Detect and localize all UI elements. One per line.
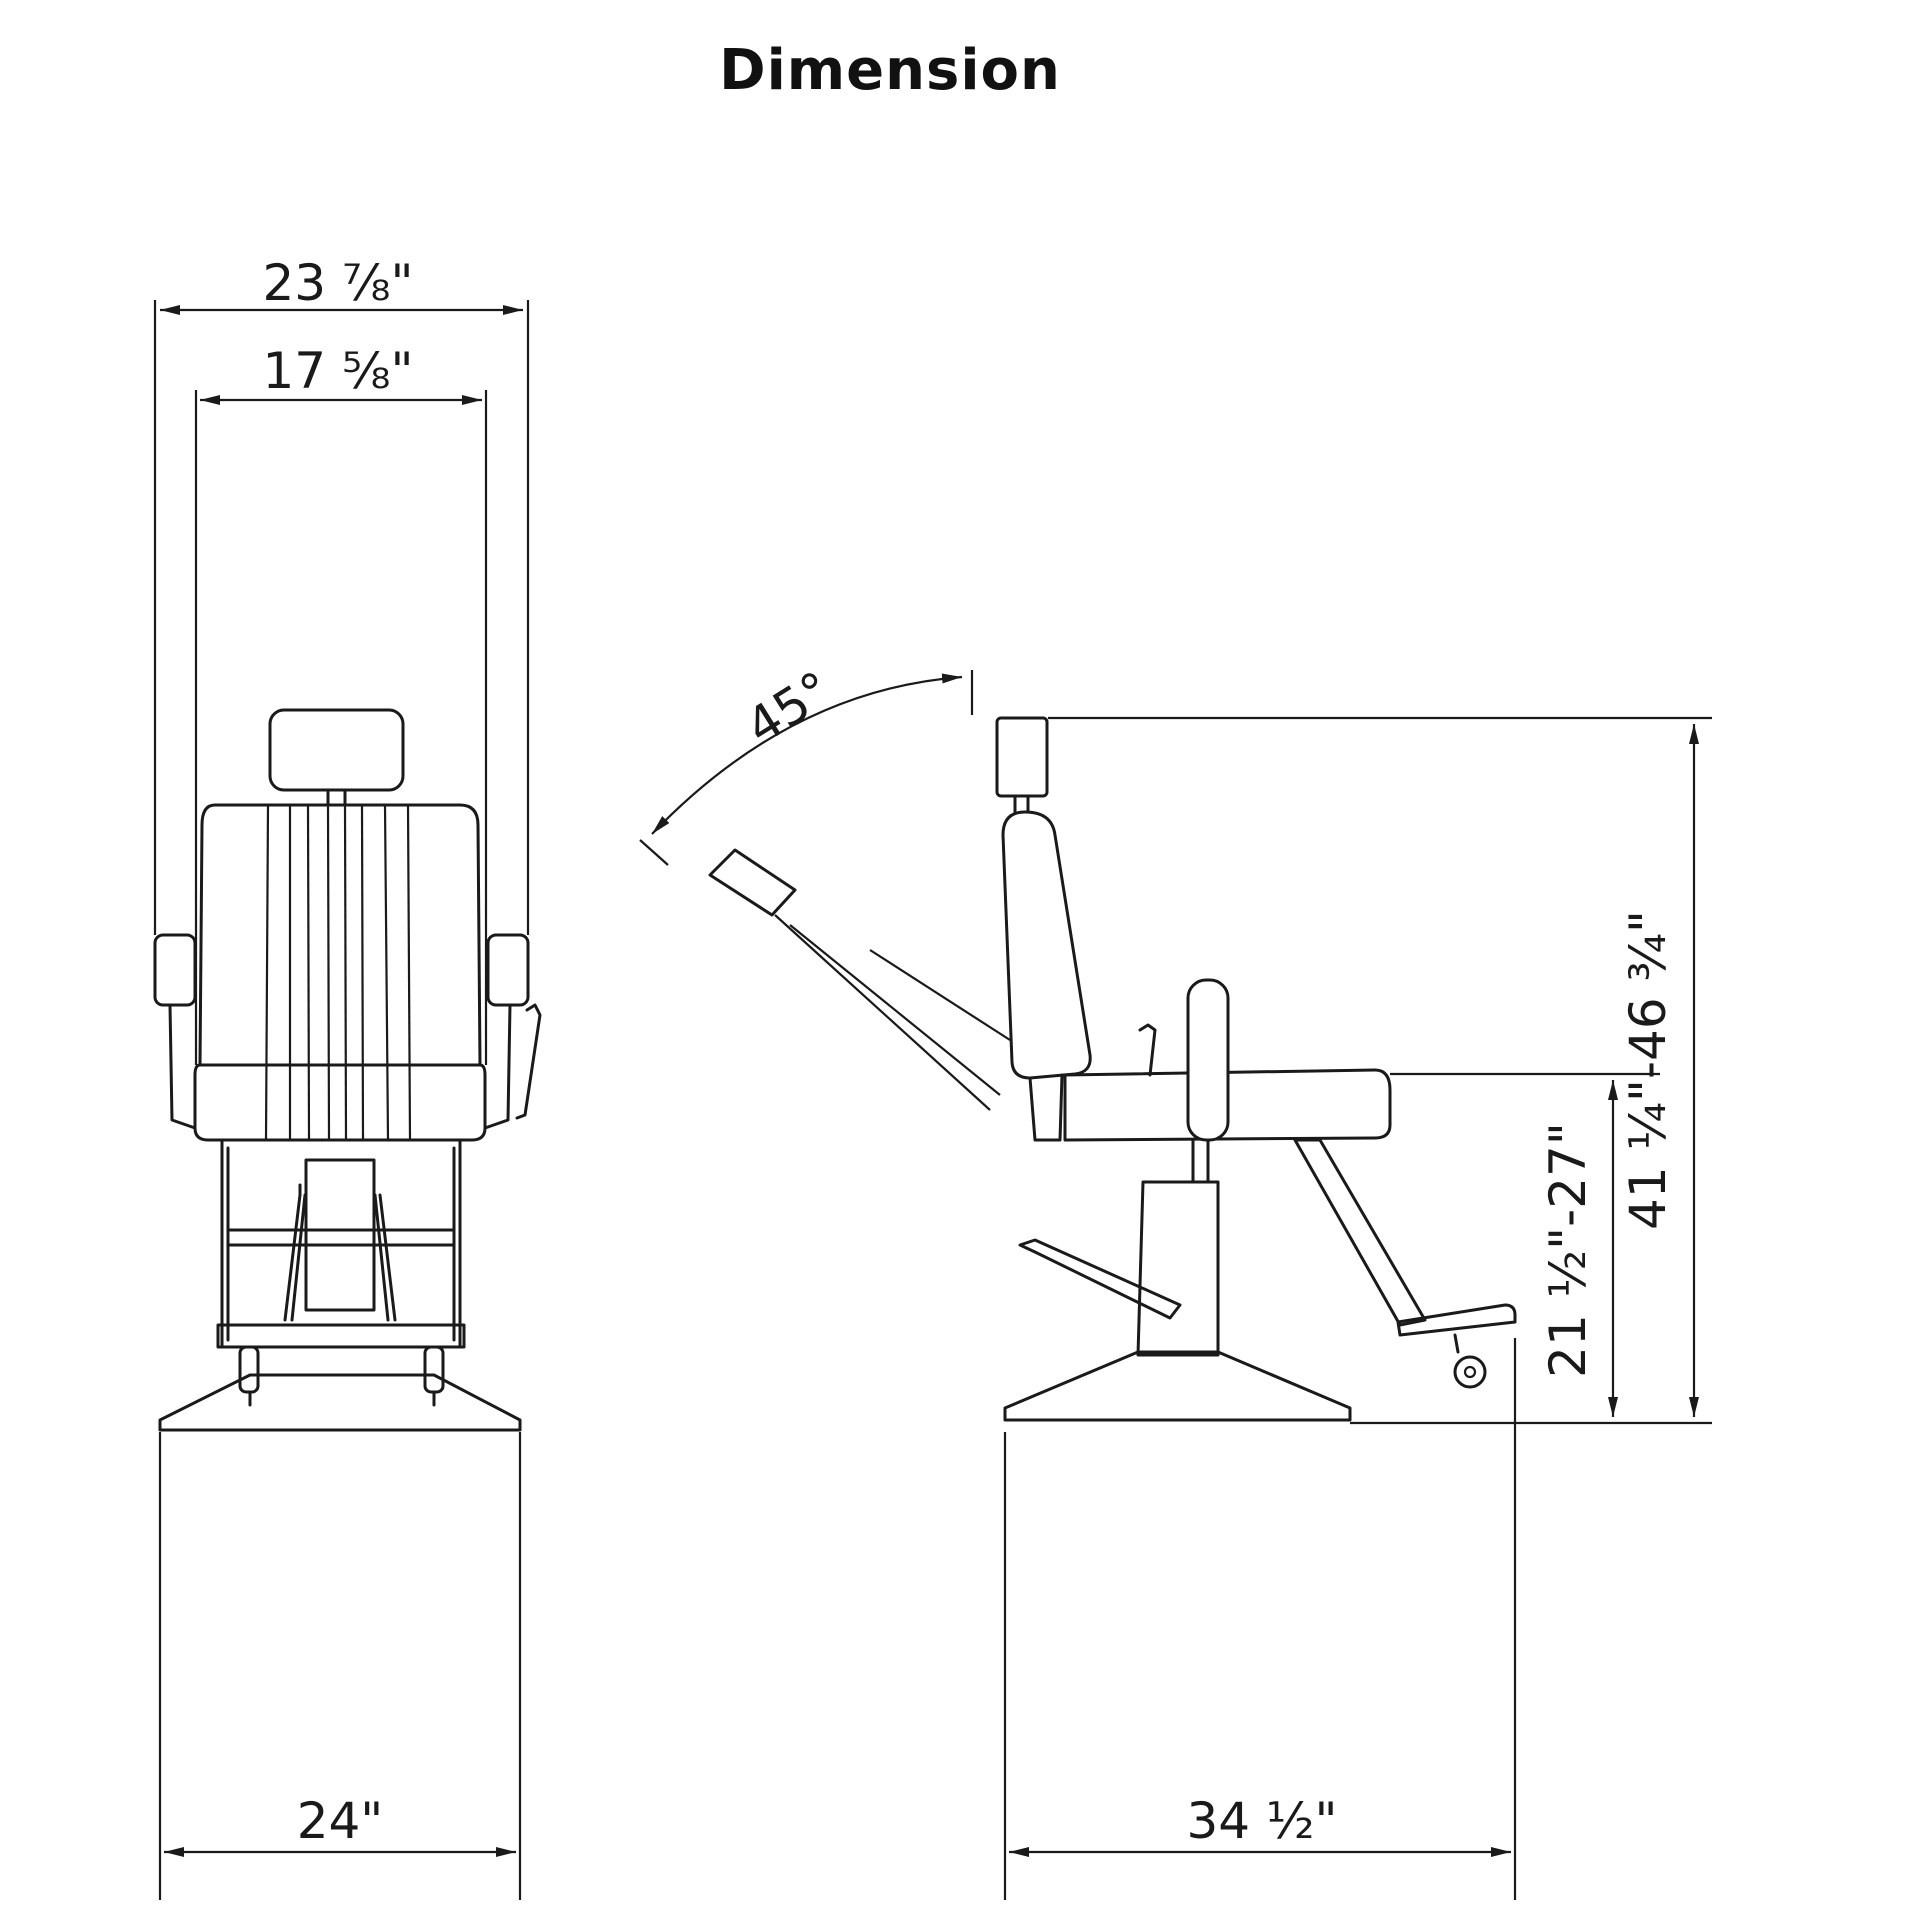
front-view-chair bbox=[153, 708, 542, 1432]
overall-height-label: 41 ¼"-46 ¾" bbox=[1619, 910, 1677, 1230]
base-depth-label: 34 ½" bbox=[1187, 1792, 1338, 1850]
recline-angle-label: 45° bbox=[736, 660, 842, 756]
overall-width-dimension bbox=[153, 300, 530, 935]
seat-height-dimension bbox=[1350, 1072, 1712, 1425]
base-width-dimension bbox=[158, 1432, 522, 1900]
base-depth-dimension bbox=[1003, 1338, 1517, 1900]
recline-angle-indicator bbox=[639, 670, 974, 866]
page-title: Dimension bbox=[719, 38, 1061, 103]
seat-width-dimension bbox=[194, 390, 488, 1065]
overall-height-dimension bbox=[1048, 716, 1712, 1417]
seat-height-label: 21 ½"-27" bbox=[1539, 1122, 1597, 1378]
seat-width-label: 17 ⅝" bbox=[263, 342, 414, 400]
base-width-label: 24" bbox=[297, 1792, 384, 1850]
side-view-chair bbox=[708, 716, 1517, 1422]
overall-width-label: 23 ⅞" bbox=[263, 254, 414, 312]
